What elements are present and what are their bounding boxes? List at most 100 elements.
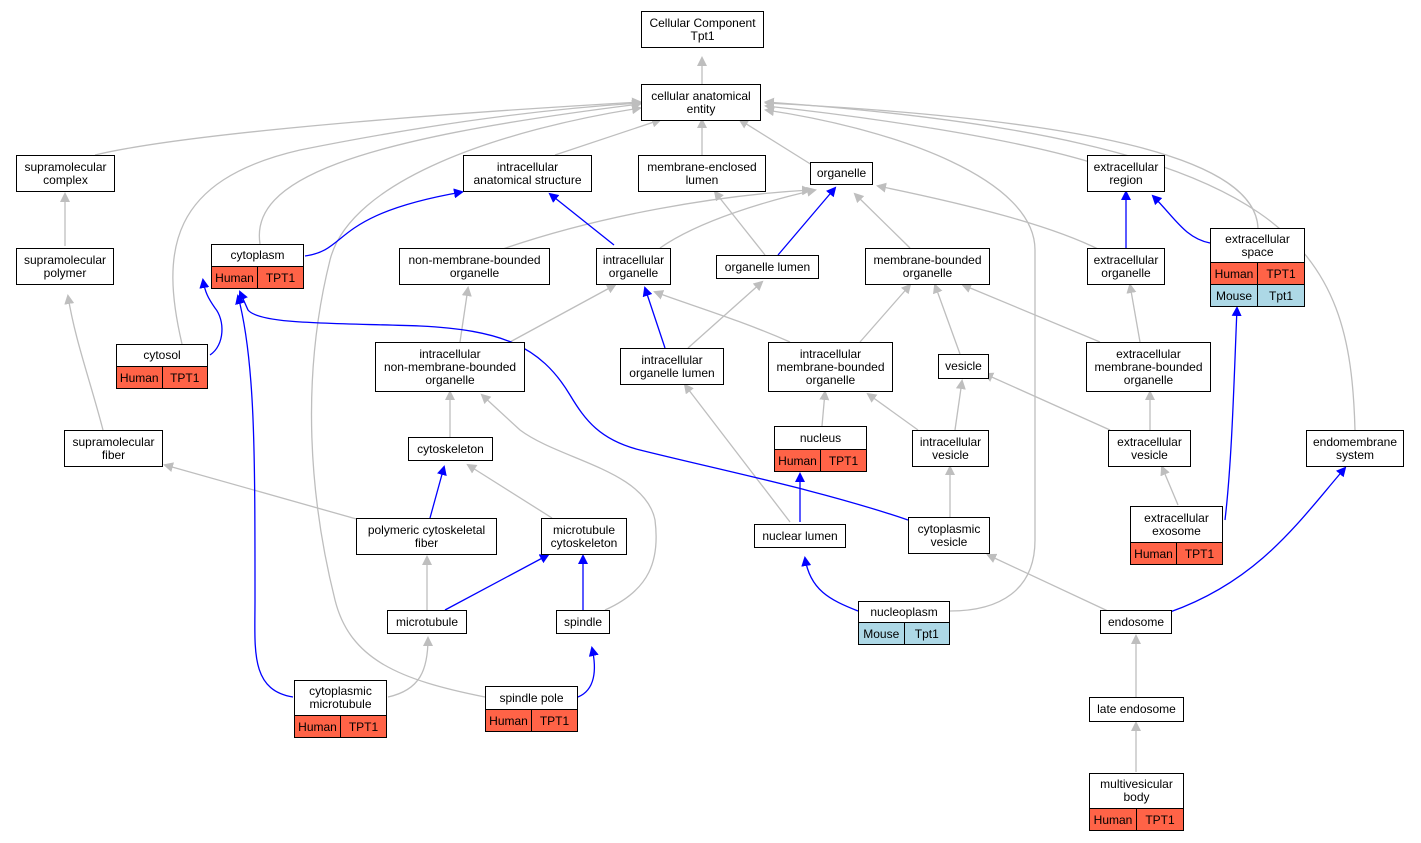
node-label: nuclear lumen [762,528,838,543]
node-intracellular-vesicle[interactable]: intracellular vesicle [912,430,989,467]
node-label: polymeric cytoskeletal fiber [367,522,486,550]
gene-cell: TPT1 [340,716,386,737]
edge-cytmt-cytoplasm [235,294,294,698]
edge-nuclumen-iol [683,383,791,523]
node-label: non-membrane-bounded organelle [408,252,541,280]
node-extracellular-region[interactable]: extracellular region [1087,155,1165,192]
node-microtubule-cytoskeleton[interactable]: microtubule cytoskeleton [541,518,627,555]
node-polymeric-cytoskeletal-fiber[interactable]: polymeric cytoskeletal fiber [356,518,497,555]
node-cytoplasm[interactable]: cytoplasm Human TPT1 [211,244,304,289]
node-label: nucleus [799,430,842,445]
node-extracellular-membrane-bounded-organelle[interactable]: extracellular membrane-bounded organelle [1086,342,1211,392]
gene-cell: TPT1 [161,367,207,388]
node-label: cytoplasmic microtubule [309,684,372,711]
node-organelle[interactable]: organelle [810,162,873,185]
species-cell: Mouse [859,623,904,644]
node-label: extracellular membrane-bounded organelle [1094,346,1203,387]
node-organelle-lumen[interactable]: organelle lumen [716,255,819,279]
node-endosome[interactable]: endosome [1100,610,1172,634]
annotation-row: Mouse Tpt1 [1211,284,1304,306]
edge-cytosol-cytoplasm [199,278,223,356]
node-vesicle[interactable]: vesicle [938,354,989,379]
node-non-membrane-bounded-organelle[interactable]: non-membrane-bounded organelle [399,248,550,285]
node-intracellular-membrane-bounded-organelle[interactable]: intracellular membrane-bounded organelle [768,342,893,392]
species-cell: Human [117,367,162,388]
node-label: supramolecular polymer [23,252,107,280]
species-cell: Human [775,450,820,471]
species-cell: Mouse [1211,285,1257,306]
annotation-row: Human TPT1 [1090,808,1183,830]
annotation-row: Human TPT1 [775,449,866,471]
edge-intorg-ias [548,192,615,246]
node-label: Cellular Component Tpt1 [649,15,756,43]
node-supramolecular-polymer[interactable]: supramolecular polymer [16,248,114,285]
node-spindle[interactable]: spindle [556,610,610,634]
node-endomembrane-system[interactable]: endomembrane system [1306,430,1404,467]
edge-iol-intorg [642,286,666,349]
node-intracellular-organelle-lumen[interactable]: intracellular organelle lumen [620,348,724,385]
edge-ecspace-cae [764,98,1259,229]
node-label: organelle lumen [724,259,811,274]
node-membrane-enclosed-lumen[interactable]: membrane-enclosed lumen [638,155,766,192]
node-label: supramolecular fiber [72,434,155,462]
node-intracellular-non-membrane-bounded-organelle[interactable]: intracellular non-membrane-bounded organ… [375,342,525,392]
node-extracellular-exosome[interactable]: extracellular exosome Human TPT1 [1130,506,1223,565]
node-cellular-component-root[interactable]: Cellular Component Tpt1 [641,11,764,48]
edge-inmbo-nmbo [459,286,472,343]
edge-vesicle-mbo [933,283,961,355]
node-label: spindle [563,614,603,629]
node-label: cytoplasm [230,248,285,262]
node-membrane-bounded-organelle[interactable]: membrane-bounded organelle [865,248,990,285]
node-label: membrane-bounded organelle [873,252,982,280]
edge-mtcsk-cytoskeleton [466,463,553,519]
node-cellular-anatomical-entity[interactable]: cellular anatomical entity [641,84,761,121]
node-label: extracellular region [1093,159,1159,187]
node-spindle-pole[interactable]: spindle pole Human TPT1 [485,686,578,732]
edge-mbo-organelle [853,192,911,249]
edge-cytmt-microtubule [387,636,433,698]
species-cell: Human [486,710,531,731]
node-supramolecular-complex[interactable]: supramolecular complex [16,155,115,192]
gene-cell: TPT1 [1136,809,1183,830]
node-label: intracellular non-membrane-bounded organ… [383,346,517,387]
species-cell: Human [295,716,340,737]
gene-cell: TPT1 [531,710,577,731]
node-multivesicular-body[interactable]: multivesicular body Human TPT1 [1089,773,1184,831]
node-label: membrane-enclosed lumen [647,159,757,187]
node-label: cellular anatomical entity [651,88,751,116]
node-extracellular-space[interactable]: extracellular space Human TPT1 Mouse Tpt… [1210,228,1305,307]
node-nucleoplasm[interactable]: nucleoplasm Mouse Tpt1 [858,601,950,645]
gene-cell: TPT1 [1176,543,1222,564]
node-supramolecular-fiber[interactable]: supramolecular fiber [64,430,163,467]
node-label: extracellular exosome [1144,510,1209,538]
species-cell: Human [212,267,257,288]
node-nuclear-lumen[interactable]: nuclear lumen [754,524,846,548]
edge-cytoplasm-cae [258,100,642,245]
node-intracellular-organelle[interactable]: intracellular organelle [596,248,671,285]
node-cytoskeleton[interactable]: cytoskeleton [408,437,493,461]
edge-exosome-ecves [1160,465,1179,506]
node-cytoplasmic-vesicle[interactable]: cytoplasmic vesicle [908,517,990,554]
node-label: endomembrane system [1312,434,1398,462]
node-extracellular-vesicle[interactable]: extracellular vesicle [1108,430,1191,467]
edge-orglumen-mel [713,190,766,256]
edge-intves-imbo [866,392,919,431]
edge-intorg-organelle [659,186,817,249]
node-label: extracellular space [1225,231,1290,259]
gene-cell: Tpt1 [903,623,949,644]
edge-ecmbo-mbo [961,283,1101,343]
node-nucleus[interactable]: nucleus Human TPT1 [774,426,867,472]
node-label: intracellular membrane-bounded organelle [776,346,885,387]
node-intracellular-anatomical-structure[interactable]: intracellular anatomical structure [463,155,592,192]
edge-nmbo-organelle [499,185,812,251]
edge-supfiber-suppolymer [64,294,104,431]
node-label: cytoplasmic vesicle [917,521,981,549]
edge-ecorg-organelle [876,182,1101,251]
node-microtubule[interactable]: microtubule [387,610,467,634]
node-late-endosome[interactable]: late endosome [1089,697,1184,722]
node-cytoplasmic-microtubule[interactable]: cytoplasmic microtubule Human TPT1 [294,680,387,738]
node-extracellular-organelle[interactable]: extracellular organelle [1087,248,1165,285]
edge-imbo-intorg [653,290,791,343]
node-cytosol[interactable]: cytosol Human TPT1 [116,344,208,389]
